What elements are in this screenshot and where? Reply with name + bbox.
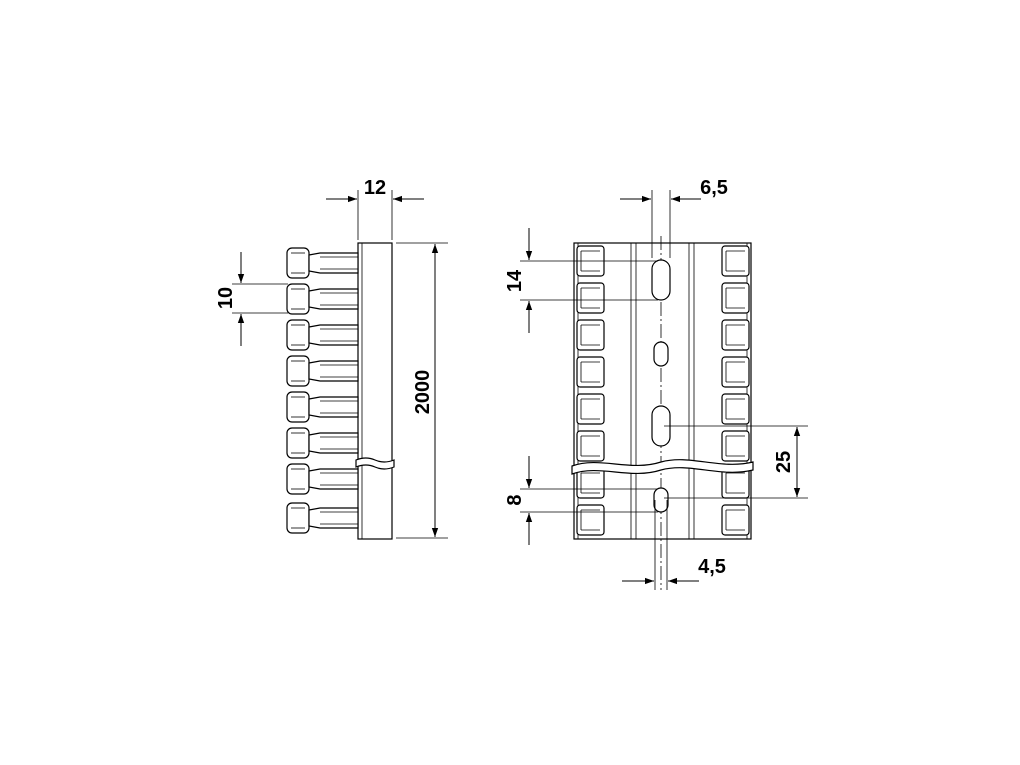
slot-short-1 (653, 341, 669, 367)
dimension-14: 14 (504, 228, 658, 333)
cell (576, 504, 605, 536)
dimension-label-2000: 2000 (412, 370, 434, 415)
slots (651, 259, 671, 513)
slot-long-1 (651, 259, 671, 301)
dimension-8: 8 (504, 456, 658, 545)
side-view: 12 10 2000 (215, 177, 448, 540)
cell (721, 356, 750, 388)
cell (721, 430, 750, 462)
cell (721, 245, 750, 277)
dimension-10: 10 (215, 252, 288, 346)
side-view-pins (286, 247, 359, 534)
front-view-cells-left (576, 245, 605, 536)
pin (286, 355, 359, 387)
dimension-label-25: 25 (773, 451, 795, 473)
dimension-12: 12 (326, 177, 424, 240)
dimension-label-10: 10 (215, 287, 237, 309)
pin (286, 319, 359, 351)
front-view: 6,5 14 8 25 (504, 177, 808, 590)
pin (286, 502, 359, 534)
dimension-2000: 2000 (396, 242, 448, 539)
side-view-bar (355, 242, 395, 540)
cell (576, 467, 605, 499)
pin (286, 247, 359, 279)
cell (576, 393, 605, 425)
dimension-4-5: 4,5 (622, 500, 726, 590)
cell (721, 282, 750, 314)
dimension-6-5: 6,5 (620, 177, 728, 258)
front-view-cells-right (721, 245, 750, 536)
pin (286, 391, 359, 423)
slot-short-2 (653, 487, 669, 513)
dimension-25: 25 (664, 425, 808, 499)
dimension-label-14: 14 (504, 269, 526, 292)
pin (286, 283, 359, 315)
dimension-label-8: 8 (504, 494, 526, 505)
dimension-label-12: 12 (364, 177, 386, 199)
pin (286, 463, 359, 495)
dimension-label-4-5: 4,5 (698, 556, 726, 578)
dimension-label-6-5: 6,5 (700, 177, 728, 199)
cell (721, 319, 750, 351)
cell (576, 430, 605, 462)
cell (576, 319, 605, 351)
cell (721, 393, 750, 425)
cell (576, 356, 605, 388)
cell (576, 282, 605, 314)
pin (286, 427, 359, 459)
cell (721, 504, 750, 536)
